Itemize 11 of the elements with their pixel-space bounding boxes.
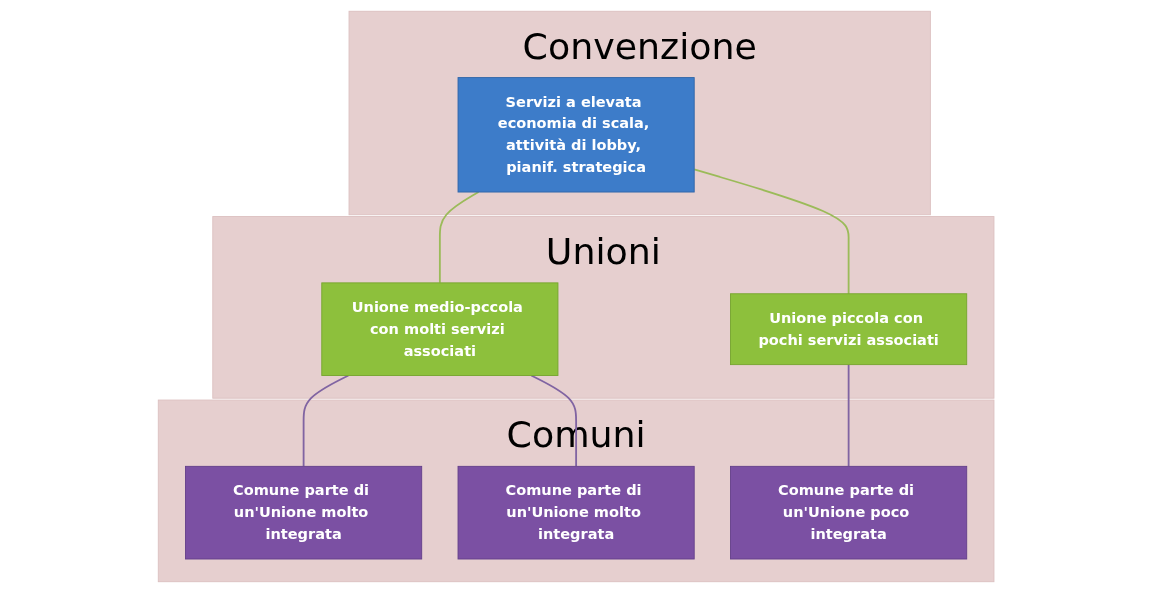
connector xyxy=(848,363,850,467)
node-box: Servizi a elevata economia di scala, attività di lobby, pianif. strategica xyxy=(457,76,696,192)
node-box: Comune parte di un'Unione molto integrata xyxy=(185,465,423,559)
connector xyxy=(693,168,850,295)
connector xyxy=(439,190,480,284)
node-box: Comune parte di un'Unione molto integrata xyxy=(457,465,696,559)
node-box: Unione medio-pccola con molti servizi associati xyxy=(321,281,559,376)
connector xyxy=(530,374,578,467)
node-box: Unione piccola con pochi servizi associati xyxy=(730,292,968,365)
connector xyxy=(303,374,350,467)
node-box: Comune parte di un'Unione poco integrata xyxy=(730,465,968,559)
